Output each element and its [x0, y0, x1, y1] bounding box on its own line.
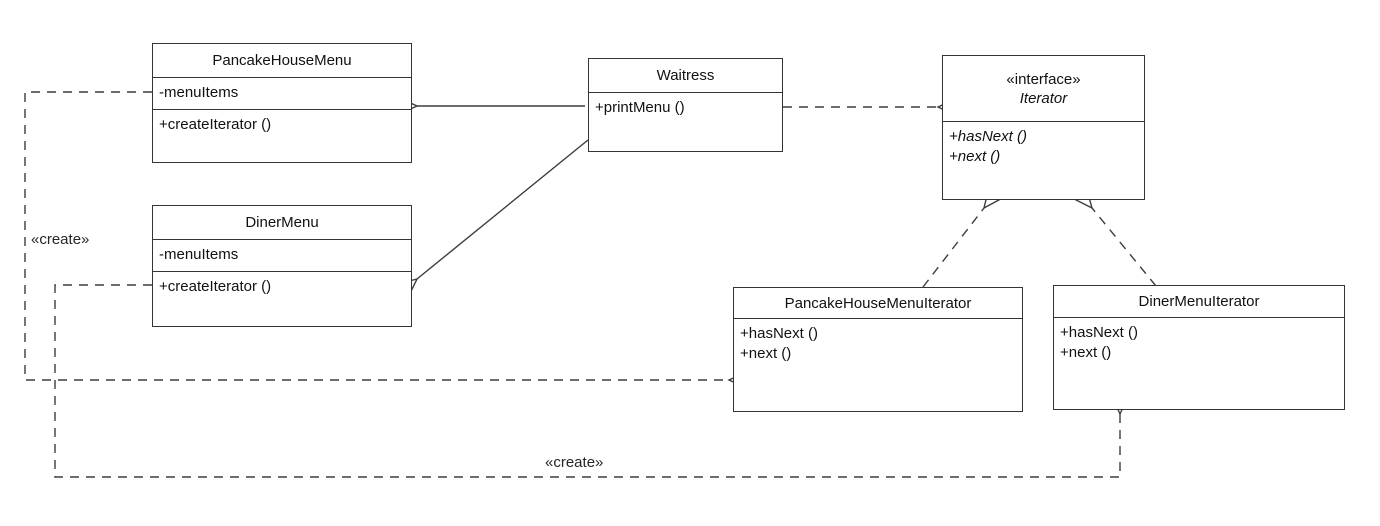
realization-dinermenuiterator-to-iterator [1073, 187, 1157, 287]
class-title: DinerMenuIterator [1054, 286, 1344, 318]
class-name: DinerMenu [245, 214, 319, 231]
class-name: Iterator [1019, 89, 1068, 107]
methods-compartment: +createIterator () [153, 272, 411, 326]
class-name: Waitress [656, 67, 715, 84]
realization-pancakehousemenuiterator-to-iterator [922, 187, 1003, 288]
method: +hasNext () [740, 325, 818, 342]
create-stereotype-label-bottom: «create» [545, 454, 604, 471]
attributes-compartment: -menuItems [153, 240, 411, 272]
methods-compartment: +hasNext () +next () [734, 319, 1022, 411]
class-diner-menu: DinerMenu -menuItems +createIterator () [152, 205, 412, 327]
attribute: -menuItems [159, 84, 239, 101]
method: +next () [949, 148, 1001, 165]
class-pancake-house-menu: PancakeHouseMenu -menuItems +createItera… [152, 43, 412, 163]
class-pancake-house-menu-iterator: PancakeHouseMenuIterator +hasNext () +ne… [733, 287, 1023, 412]
class-iterator-interface: «interface» Iterator +hasNext () +next (… [942, 55, 1145, 200]
association-waitress-to-dinermenu [402, 139, 589, 293]
class-name: PancakeHouseMenuIterator [784, 294, 972, 312]
methods-compartment: +createIterator () [153, 110, 411, 162]
attribute: -menuItems [159, 246, 239, 263]
method: +printMenu () [595, 99, 685, 116]
class-title: Waitress [589, 59, 782, 93]
create-stereotype-label-left: «create» [31, 231, 90, 248]
class-title: PancakeHouseMenuIterator [734, 288, 1022, 319]
class-waitress: Waitress +printMenu () [588, 58, 783, 152]
class-title: PancakeHouseMenu [153, 44, 411, 78]
class-title: DinerMenu [153, 206, 411, 240]
method: +hasNext () [1060, 324, 1138, 341]
method: +next () [740, 345, 792, 362]
class-diner-menu-iterator: DinerMenuIterator +hasNext () +next () [1053, 285, 1345, 410]
method: +hasNext () [949, 128, 1027, 145]
class-name: DinerMenuIterator [1138, 293, 1260, 310]
attributes-compartment: -menuItems [153, 78, 411, 110]
class-name: PancakeHouseMenu [212, 52, 352, 69]
method: +createIterator () [159, 116, 272, 133]
methods-compartment: +printMenu () [589, 93, 782, 151]
class-stereotype: «interface» [1006, 70, 1081, 88]
methods-compartment: +hasNext () +next () [1054, 318, 1344, 409]
method: +createIterator () [159, 278, 272, 295]
class-title: «interface» Iterator [943, 56, 1144, 122]
method: +next () [1060, 344, 1112, 361]
methods-compartment: +hasNext () +next () [943, 122, 1144, 199]
